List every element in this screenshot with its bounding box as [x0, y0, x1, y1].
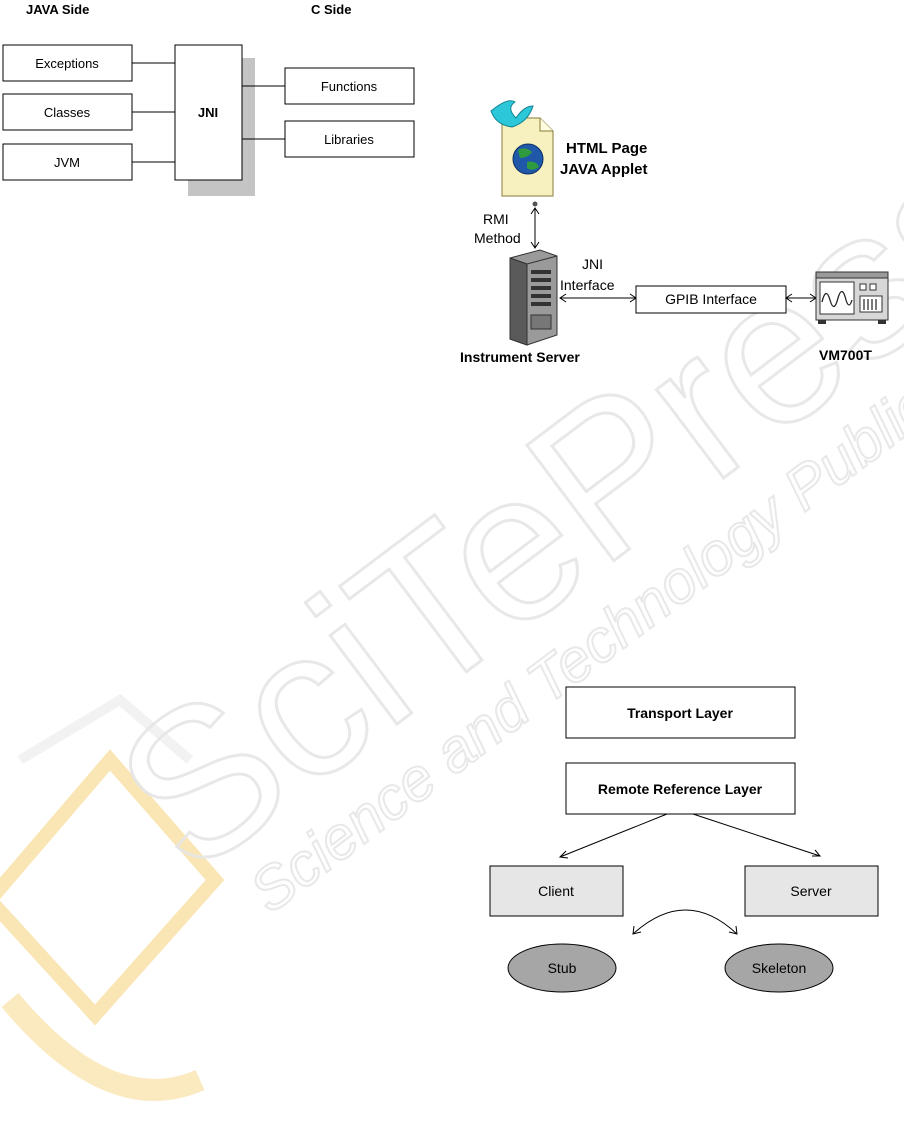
stub-label: Stub [548, 960, 577, 976]
c-item-libraries: Libraries [324, 132, 374, 147]
jni-interface-label-line1: JNI [582, 256, 603, 272]
java-item-jvm: JVM [54, 155, 80, 170]
java-item-exceptions: Exceptions [35, 56, 99, 71]
java-applet-label: JAVA Applet [560, 161, 648, 178]
arrow-to-client-line [560, 814, 667, 857]
java-side-header: JAVA Side [26, 2, 89, 17]
client-label: Client [538, 883, 574, 899]
vm700t-device-icon [816, 272, 888, 324]
jni-interface-label-line2: Interface [560, 277, 615, 293]
rmi-layers-diagram: Transport Layer Remote Reference Layer C… [490, 687, 878, 992]
c-item-functions: Functions [321, 79, 378, 94]
java-item-classes: Classes [44, 105, 91, 120]
vm700t-label: VM700T [819, 347, 872, 363]
html-page-icon [491, 101, 553, 196]
html-page-label: HTML Page [566, 140, 647, 157]
skeleton-label: Skeleton [752, 960, 806, 976]
transport-layer-label: Transport Layer [627, 705, 733, 721]
server-label: Server [790, 883, 832, 899]
gpib-interface-label: GPIB Interface [665, 291, 757, 307]
remote-reference-layer-label: Remote Reference Layer [598, 781, 763, 797]
watermark: SciTePress Science and Technology Public… [0, 96, 904, 1090]
c-side-header: C Side [311, 2, 351, 17]
jni-label: JNI [198, 105, 218, 120]
rmi-label-line1: RMI [483, 211, 509, 227]
rmi-port-dot [533, 202, 538, 207]
jni-diagram: JAVA Side C Side JNI Exceptions Classes … [3, 2, 414, 196]
rmi-label-line2: Method [474, 230, 521, 246]
arrow-to-server-line [693, 814, 820, 856]
server-tower-icon [510, 250, 557, 345]
instrument-server-label: Instrument Server [460, 349, 580, 365]
stub-skeleton-curved-arrow [633, 910, 737, 934]
